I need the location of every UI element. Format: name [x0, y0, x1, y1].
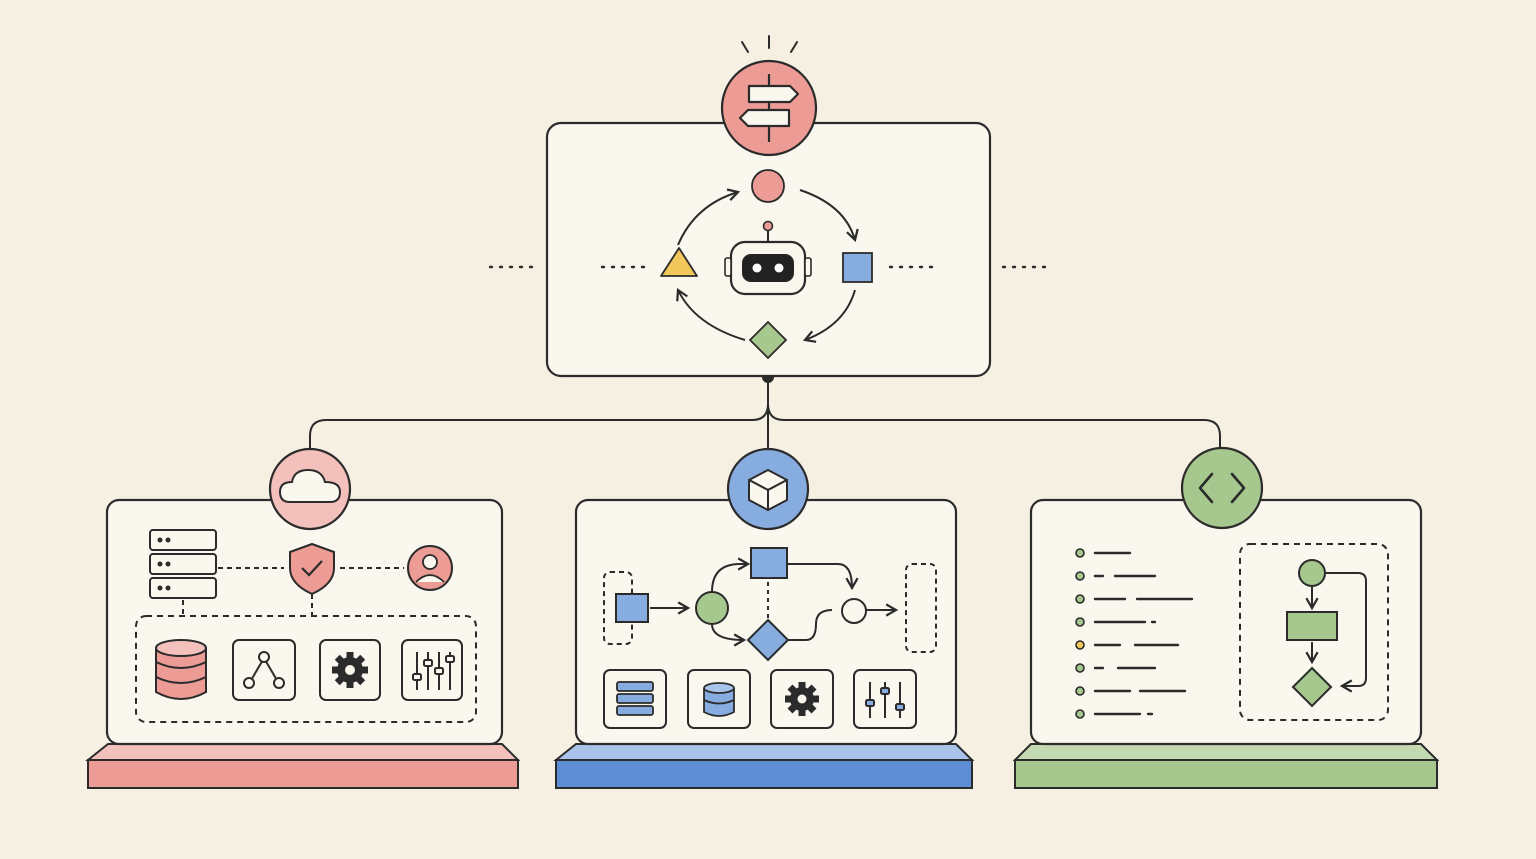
mini-flowchart	[1286, 559, 1367, 708]
cloud-icon	[278, 468, 342, 503]
flow-start-square	[615, 593, 649, 623]
flow-task-square	[750, 547, 788, 579]
server-rack-icon	[603, 669, 667, 729]
orchestrator-panel	[488, 35, 1052, 378]
sliders-icon	[853, 669, 917, 729]
flow-arrows	[650, 557, 899, 647]
blue-square-node	[842, 252, 873, 283]
server-rack-icon	[149, 529, 217, 599]
gear-icon	[770, 669, 834, 729]
gear-icon	[319, 639, 381, 701]
signpost-icon	[738, 74, 800, 142]
sliders-icon	[401, 639, 463, 701]
output-placeholder	[905, 563, 937, 653]
code-list	[1075, 548, 1194, 719]
cube-icon	[748, 469, 788, 511]
robot-icon	[724, 220, 812, 296]
tool-tray	[135, 615, 477, 723]
infrastructure-panel	[85, 447, 521, 789]
connector-lines	[309, 371, 1221, 450]
cube-badge	[726, 447, 810, 531]
cloud-badge	[268, 447, 352, 531]
yellow-triangle-node	[660, 247, 698, 277]
red-circle-node	[751, 169, 785, 203]
user-icon	[407, 545, 453, 591]
flow-end-circle	[841, 598, 867, 624]
code-badge	[1180, 446, 1264, 530]
green-diamond-node	[748, 320, 788, 360]
dashed-links	[182, 567, 404, 616]
workflow-panel	[553, 447, 975, 789]
shield-check-icon	[289, 542, 335, 596]
cycle-arrows	[676, 188, 859, 343]
network-graph-icon	[232, 639, 296, 701]
signpost-badge	[720, 35, 818, 157]
flow-green-node	[695, 591, 729, 625]
database-icon	[687, 669, 751, 729]
code-panel	[1012, 446, 1440, 789]
flow-decision-diamond	[746, 618, 790, 662]
code-brackets-icon	[1198, 472, 1246, 504]
flowchart-frame	[1239, 543, 1389, 721]
database-icon	[155, 639, 207, 700]
